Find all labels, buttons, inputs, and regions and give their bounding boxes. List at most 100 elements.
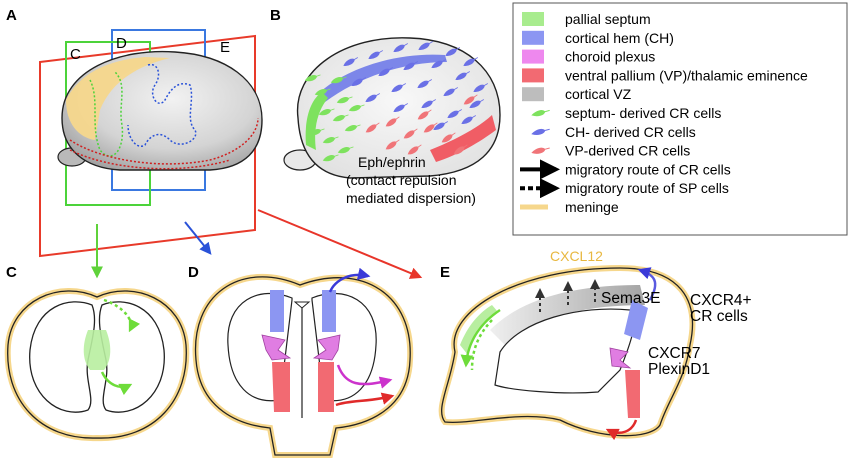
section-d-midline-top [293,301,311,309]
legend-item: septum- derived CR cells [531,105,721,121]
section-e-outline [441,267,694,437]
panel-a: A C D E [6,7,263,258]
vp-outline-dotted [69,117,259,170]
section-e-hem [624,300,648,340]
plane-label-e: E [220,39,230,56]
vp-cr-cell [365,122,380,133]
legend-swatch [522,30,544,45]
ch-cr-cell [343,57,358,66]
panel-label-a: A [6,7,17,24]
septum-cr-cell [304,74,321,82]
ch-cr-cell [433,121,448,130]
ch-cr-cell [443,87,458,96]
legend-item: cortical hem (CH) [522,30,674,46]
ch-cr-cell [417,79,432,88]
septum-cr-cell [314,88,331,96]
section-c-outline [7,290,187,439]
vp-cr-cell [385,139,400,150]
legend-item: pallial septum [522,11,651,27]
mediated-dispersion-label: mediated dispersion) [346,190,476,206]
ch-cr-cell [403,61,418,70]
ch-cr-cell [365,93,380,102]
legend-label: VP-derived CR cells [565,143,690,159]
arrow-to-e [257,209,423,279]
ch-cr-cell [461,115,476,124]
legend-cell-icon [531,128,550,136]
legend-box [512,2,848,236]
ch-cr-cell [378,67,393,76]
ch-derived-cr-cells [343,41,488,130]
panel-label-e: E [440,264,450,281]
section-d-hem-right [322,290,336,332]
legend-items: pallial septum cortical hem (CH) choroid p… [520,11,808,215]
ch-cr-cell [393,43,408,52]
legend-label: ventral pallium (VP)/thalamic eminence [565,67,808,83]
legend-item: meninge [520,199,619,215]
panel-label-c: C [6,264,17,281]
section-c-septum-route-lower [100,371,133,396]
section-c-septum-route-upper [103,298,141,333]
legend-label: cortical hem (CH) [565,30,674,46]
legend-item: CH- derived CR cells [531,124,696,140]
cxcl12-label: CXCL12 [550,248,603,264]
cortical-hem-band [320,54,447,102]
legend-label: septum- derived CR cells [565,105,721,121]
legend: pallial septum cortical hem (CH) choroid p… [512,2,848,236]
panel-d: D [188,264,414,458]
vp-cr-cell [463,94,478,105]
arrow-to-d [184,221,212,255]
section-e-septum-route [460,308,501,368]
ch-cr-cell [418,41,433,50]
septum-cr-cell [348,104,365,112]
section-e-vp [625,370,640,418]
legend-swatch [522,12,544,26]
septum-cr-cell [322,154,339,162]
contact-repulsion-label: (contact repulsion [346,172,457,188]
section-e-septum-route-dashed [470,319,493,371]
ch-cr-cell [421,99,436,108]
eph-ephrin-label: Eph/ephrin [358,154,426,170]
ch-cr-cell [393,103,408,112]
legend-item: migratory route of CR cells [520,159,731,180]
legend-label: meninge [565,199,619,215]
legend-label: CH- derived CR cells [565,124,696,140]
vp-cr-cell [385,116,400,127]
legend-label: cortical VZ [565,86,632,102]
section-d-choroid-right [312,334,341,361]
legend-label: choroid plexus [565,49,655,65]
section-d-hem-left [270,290,284,332]
panel-c: C [4,264,190,442]
septum-derived-cr-cells [304,74,365,162]
section-d-vp-right [318,362,334,412]
legend-swatch [522,68,544,83]
ch-cr-cell [431,59,446,68]
panel-e: E CXCL12 Sema3E CXCR4+ CR cells CXCR7 Pl… [438,248,752,441]
plane-label-d: D [116,35,127,52]
legend-item: ventral pallium (VP)/thalamic eminence [522,67,808,83]
legend-label: migratory route of SP cells [565,180,729,196]
ch-cr-cell [368,50,383,59]
section-e-vp-route [605,419,638,441]
septum-band [305,92,328,150]
septum-cr-cell [308,128,325,136]
septum-cr-cell [336,96,353,104]
ch-cr-cell [463,57,478,66]
section-d-choroid-route [336,364,393,389]
septum-cr-cell [337,146,354,154]
section-e-cortical-vz [490,285,645,345]
septum-cr-cell [332,114,349,122]
panel-label-b: B [270,7,281,24]
septum-outline-dotted [89,71,124,157]
section-d-vp-left [272,362,290,412]
legend-swatch [522,87,544,102]
legend-swatch [522,49,544,64]
ch-cr-cell [473,83,488,92]
panel-label-d: D [188,264,199,281]
cxcr7-label: CXCR7 [648,345,701,362]
legend-label: pallial septum [565,11,651,27]
septum-cr-cell [344,124,361,132]
panel-b: B Eph/ephrin (contact repulsion mediated… [270,7,501,206]
section-e-hem-route [637,267,657,301]
ch-cr-cell [455,71,470,80]
